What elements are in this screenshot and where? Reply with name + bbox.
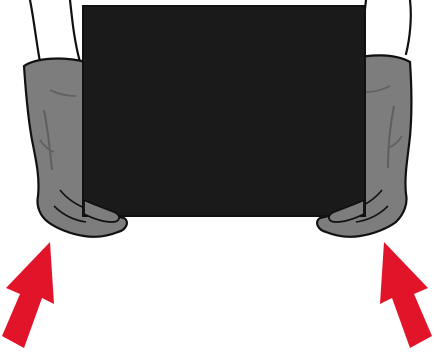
right-thumb (328, 199, 365, 223)
tv-panel-icon (82, 5, 366, 217)
left-arm (28, 0, 82, 64)
left-thumb (83, 199, 120, 223)
right-lift-arrow-icon (380, 242, 432, 348)
left-lift-arrow-icon (2, 242, 54, 348)
